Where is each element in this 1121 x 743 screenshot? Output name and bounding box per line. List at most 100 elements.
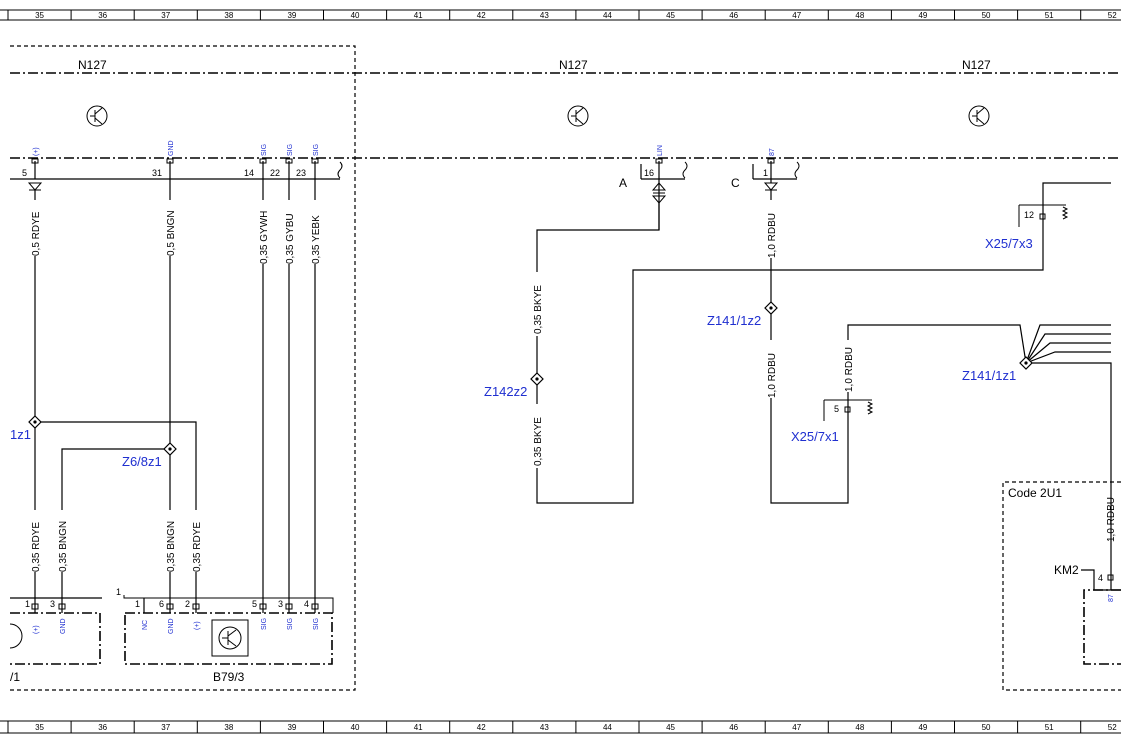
b79-3-component: 1 1 6 2 5 3 4 NC GND (+) SIG SIG SIG	[116, 587, 334, 684]
top-ruler-label: 51	[1045, 11, 1054, 20]
pin-number: 5	[834, 404, 839, 414]
pin-signal: (+)	[33, 147, 40, 156]
bottom-ruler-label: 52	[1108, 723, 1117, 732]
top-ruler-label: 39	[287, 11, 296, 20]
wire-label: 0,35 BKYE	[533, 417, 544, 466]
n127-label-c: N127	[962, 58, 991, 72]
wire-label: 1,0 RDBU	[844, 347, 855, 392]
connector-c: 1 87 C	[731, 148, 800, 191]
pin-number: 6	[159, 599, 164, 609]
pin-number: 3	[278, 599, 283, 609]
wire-label: 0,5 BNGN	[166, 210, 177, 256]
bottom-ruler-label: 46	[729, 723, 738, 732]
pin-number: 1	[25, 599, 30, 609]
pin-signal: SIG	[261, 144, 268, 156]
wire-label: 0,35 RDYE	[192, 522, 203, 572]
bottom-ruler-label: 50	[982, 723, 991, 732]
pin-signal: SIG	[313, 618, 320, 630]
top-ruler-label: 38	[224, 11, 233, 20]
pin-signal: 87	[1108, 594, 1115, 602]
pin-signal: (+)	[33, 625, 40, 634]
bottom-ruler-label: 48	[855, 723, 864, 732]
top-ruler-label: 41	[414, 11, 423, 20]
transistor-icon	[567, 105, 589, 127]
transistor-icon	[968, 105, 990, 127]
bottom-ruler-label: 47	[792, 723, 801, 732]
pin-number: 1	[135, 599, 140, 609]
wire-label: 0,35 BNGN	[58, 521, 69, 572]
bottom-ruler-label: 37	[161, 723, 170, 732]
pin-signal: (+)	[194, 621, 201, 630]
pin-number: 1	[763, 168, 768, 178]
top-ruler-label: 44	[603, 11, 612, 20]
top-ruler-label: 49	[918, 11, 927, 20]
splice-label: 1z1	[10, 427, 31, 442]
pin-signal: NC	[142, 620, 149, 630]
bottom-ruler-label: 42	[477, 723, 486, 732]
pin-signal: SIG	[287, 144, 294, 156]
x25-7x1-connector: 1,0 RDBU 5 X25/7x1	[791, 324, 1027, 444]
pin-signal: SIG	[287, 618, 294, 630]
top-ruler-label: 52	[1108, 11, 1117, 20]
pin-signal: 87	[769, 148, 776, 156]
wire-label: 1,0 RDBU	[767, 353, 778, 398]
bottom-ruler-label: 45	[666, 723, 675, 732]
splice-label: Z141/1z1	[962, 368, 1016, 383]
top-ruler-label: 50	[982, 11, 991, 20]
splice-label: X25/7x3	[985, 236, 1033, 251]
bottom-ruler-label: 44	[603, 723, 612, 732]
splice-label: Z141/1z2	[707, 313, 761, 328]
pin-number: 12	[1024, 210, 1034, 220]
wire-label: 0,35 YEBK	[311, 215, 322, 264]
pin-number: 5	[252, 599, 257, 609]
pin-number: 3	[50, 599, 55, 609]
pin-signal: GND	[168, 140, 175, 156]
top-ruler-label: 37	[161, 11, 170, 20]
pin-number: 16	[644, 168, 654, 178]
bottom-ruler-label: 39	[287, 723, 296, 732]
wire-label: 0,5 RDYE	[31, 211, 42, 256]
top-ruler-label: 46	[729, 11, 738, 20]
pin-number: 22	[270, 168, 280, 178]
connector-label: A	[619, 176, 627, 190]
top-ruler-label: 36	[98, 11, 107, 20]
bottom-ruler-label: 43	[540, 723, 549, 732]
pin-signal: GND	[60, 618, 67, 634]
splice-label: Z6/8z1	[122, 454, 162, 469]
n127-label-b: N127	[559, 58, 588, 72]
pin-number: 31	[152, 168, 162, 178]
top-ruler-label: 43	[540, 11, 549, 20]
wire-label: 0,35 RDYE	[31, 522, 42, 572]
component-label: KM2	[1054, 563, 1079, 577]
pin-number: 5	[22, 168, 27, 178]
wire-label: 0,35 BKYE	[533, 285, 544, 334]
top-ruler-label: 35	[35, 11, 44, 20]
bottom-ruler-label: 49	[918, 723, 927, 732]
component-label: /1	[10, 670, 20, 684]
code-2u1-box: Code 2U1 1,0 RDBU 4 87 KM2	[1002, 470, 1121, 691]
pin-signal: GND	[168, 618, 175, 634]
transistor-icon	[86, 105, 108, 127]
top-ruler-label: 40	[351, 11, 360, 20]
pin-number: 4	[304, 599, 309, 609]
n127-label-a: N127	[78, 58, 107, 72]
top-ruler-label: 47	[792, 11, 801, 20]
connector-label: C	[731, 176, 740, 190]
z141-1z1-splice: Z141/1z1	[962, 324, 1112, 470]
b79-corner-number: 1	[116, 587, 121, 597]
pin-number: 23	[296, 168, 306, 178]
pin-signal: SIG	[261, 618, 268, 630]
component-label: B79/3	[213, 670, 245, 684]
code-label: Code 2U1	[1008, 486, 1062, 500]
splice-label: Z142z2	[484, 384, 527, 399]
pin-signal: SIG	[313, 144, 320, 156]
bottom-ruler-label: 35	[35, 723, 44, 732]
connector-a: 16 LIN A	[619, 145, 688, 230]
bottom-ruler-label: 40	[351, 723, 360, 732]
splice-label: X25/7x1	[791, 429, 839, 444]
pin-number: 14	[244, 168, 254, 178]
wire-label: 0,35 BNGN	[166, 521, 177, 572]
